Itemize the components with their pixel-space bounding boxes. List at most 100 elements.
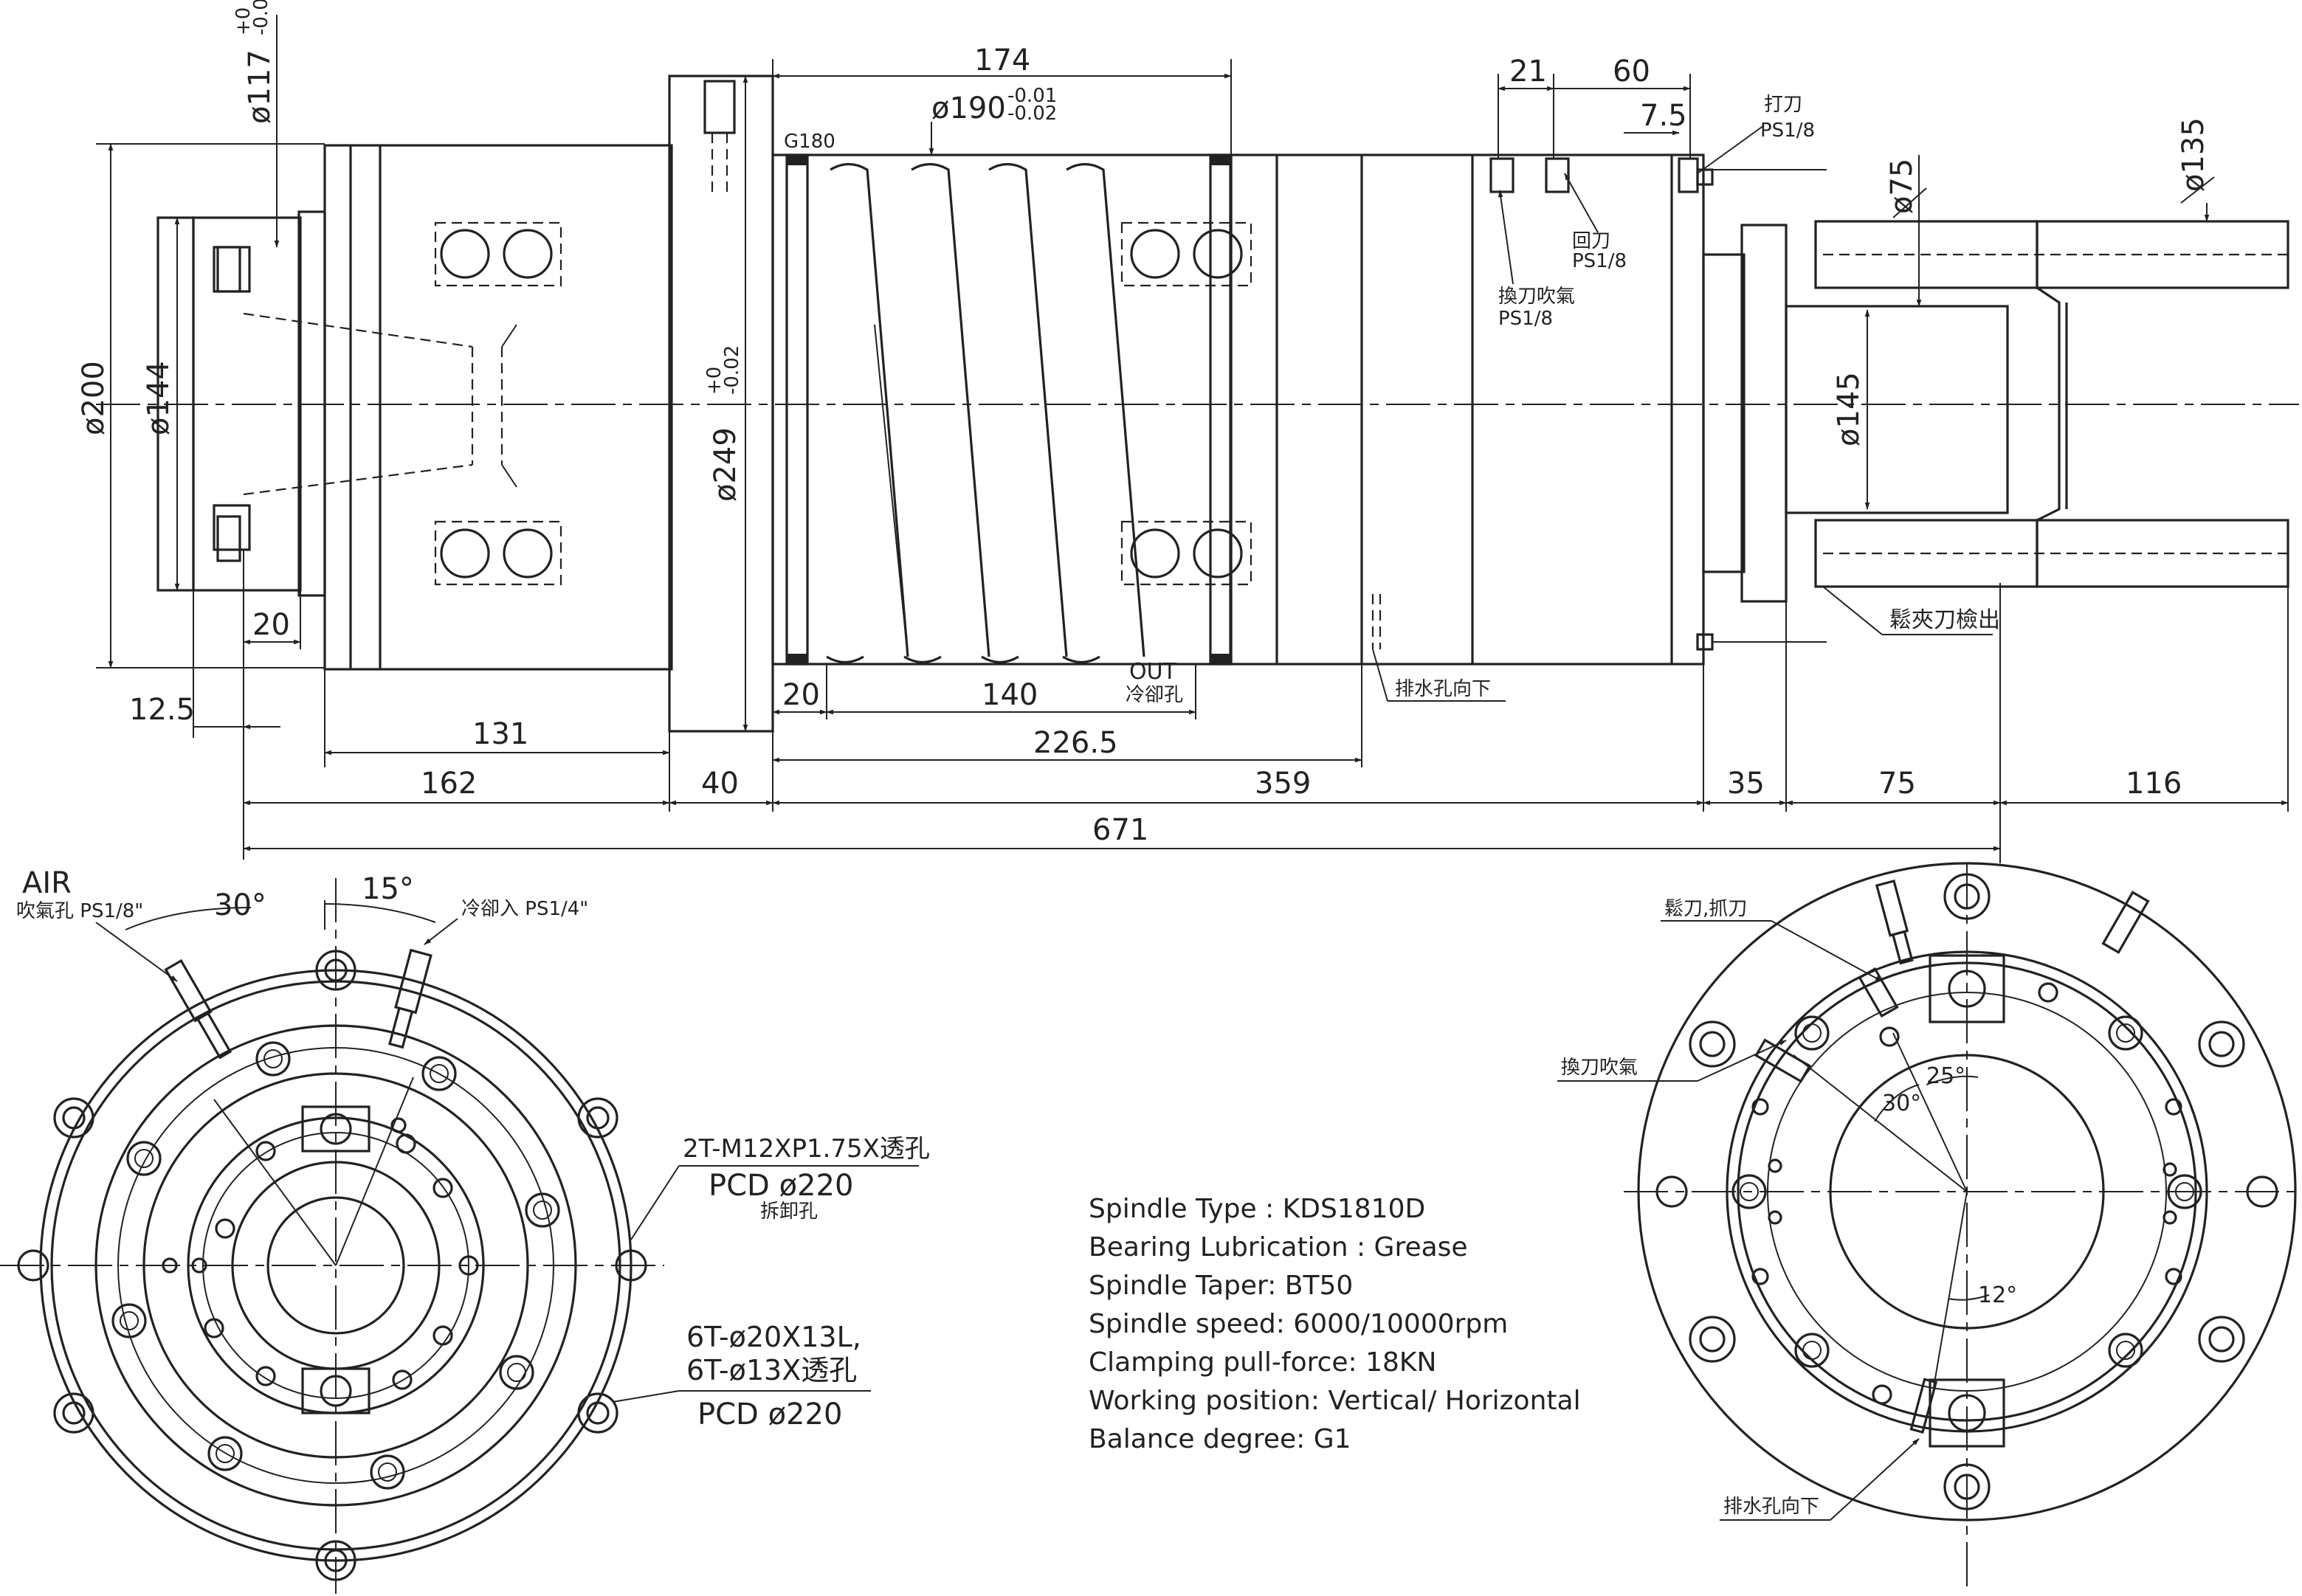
- taper-line-top: [243, 312, 473, 348]
- inner-holes: [162, 1117, 479, 1390]
- dim-21: 21: [1509, 55, 1547, 89]
- lug-top-right: [1929, 954, 2005, 1023]
- rotary-unit: [1696, 168, 2289, 651]
- dim-40: 40: [701, 767, 739, 801]
- dim-162: 162: [421, 767, 477, 801]
- dim-35: 35: [1727, 767, 1765, 801]
- dim-d190: ø190: [931, 91, 1006, 125]
- angle-30-right: 30°: [1882, 1091, 1921, 1116]
- lug-bottom: [301, 1367, 371, 1414]
- drain-port: [1909, 1378, 1938, 1434]
- angle-12: 12°: [1978, 1282, 2017, 1308]
- cooling-jacket: [771, 153, 1252, 666]
- label-tool-change-air: 換刀吹氣: [1498, 286, 1575, 308]
- dim-12-5: 12.5: [129, 693, 195, 727]
- front-housing: [323, 144, 673, 671]
- taper-line-bottom: [243, 463, 473, 496]
- spec-block: Spindle Type : KDS1810D Bearing Lubricat…: [1089, 1194, 1581, 1454]
- bore: [266, 1196, 405, 1335]
- label-drain-side: 排水孔向下: [1395, 678, 1491, 700]
- label-return-tool: 回刀: [1572, 230, 1610, 252]
- dim-d249: ø249: [709, 427, 742, 502]
- front-view-left: AIR 吹氣孔 PS1/8" 30° 15° 冷卻入 PS1/4" 2T-M12…: [0, 866, 930, 1594]
- bore-right: [1829, 1054, 2105, 1330]
- air-port-right: [1754, 1038, 1812, 1083]
- flange-ring-bottom: [216, 515, 241, 562]
- outer-holes-right: [1655, 873, 2278, 1510]
- label-tool-change-air-right: 換刀吹氣: [1561, 1057, 1638, 1079]
- housing-front: [297, 144, 673, 671]
- dim-174: 174: [974, 44, 1030, 77]
- coolant-port: [388, 948, 433, 1049]
- label-coolant-out: 冷卻孔: [1126, 684, 1183, 706]
- dim-20-left: 20: [252, 608, 290, 642]
- dim-d75: ø75: [1885, 159, 1919, 214]
- outer-holes: [17, 950, 647, 1581]
- dim-140: 140: [982, 678, 1038, 712]
- rear-housing: [1230, 153, 1705, 666]
- dim-116: 116: [2126, 767, 2182, 801]
- bearing-bottom-left: [434, 520, 562, 586]
- dim-20-mid: 20: [782, 678, 820, 712]
- svg-text:+0: +0: [703, 367, 726, 395]
- port-top: [703, 80, 736, 134]
- side-view: ø200 ø144 ø117 +0 -0.015 ø249 +0 -0.02 1…: [77, 0, 2299, 863]
- bearing-bottom-mid: [1120, 520, 1252, 586]
- release-port: [1875, 879, 1914, 965]
- dim-d200: ø200: [77, 361, 111, 435]
- lug-top: [301, 1105, 371, 1153]
- air-port: [164, 958, 232, 1060]
- bearing-top-left: [434, 221, 562, 287]
- angle-15: 15°: [362, 872, 414, 906]
- bearing-top-mid: [1120, 221, 1252, 287]
- rear-cap: [1702, 253, 1746, 573]
- dim-d135: ø135: [2177, 117, 2210, 192]
- label-pcd-1: PCD ø220: [709, 1169, 853, 1203]
- port-right-top: [2101, 891, 2150, 954]
- label-air: AIR: [22, 866, 72, 900]
- label-remove-hole: 拆卸孔: [760, 1201, 818, 1223]
- label-release-detect: 鬆夾刀檢出: [1889, 607, 2000, 633]
- flange-body: [192, 216, 302, 592]
- svg-text:-0.02: -0.02: [1007, 103, 1057, 125]
- label-tap-spec: 2T-M12XP1.75X透孔: [683, 1134, 930, 1164]
- dim-60: 60: [1613, 55, 1650, 89]
- dim-d145: ø145: [1832, 372, 1866, 446]
- pcd-holes: [111, 1041, 560, 1490]
- label-pcd-2: PCD ø220: [697, 1398, 842, 1431]
- svg-text:-0.015: -0.015: [250, 0, 272, 35]
- piston-145: [1785, 305, 2009, 514]
- spec-line-0: Spindle Type : KDS1810D: [1089, 1194, 1425, 1224]
- pin-bottom: [213, 504, 251, 551]
- rear-ring: [1740, 224, 1788, 603]
- spec-line-3: Spindle speed: 6000/10000rpm: [1089, 1309, 1508, 1339]
- svg-text:PS1/8: PS1/8: [1498, 308, 1553, 330]
- svg-text:PS1/8: PS1/8: [1760, 120, 1815, 142]
- front-view-right: 鬆刀,抓刀 換刀吹氣 30° 25° 12° 排水孔向下: [1557, 862, 2299, 1594]
- label-coolant-in: 冷卻入 PS1/4": [461, 898, 588, 920]
- spec-line-6: Balance degree: G1: [1089, 1424, 1351, 1454]
- pin-top: [213, 246, 251, 293]
- dim-d144: ø144: [142, 361, 176, 435]
- inner-holes-right: [1731, 982, 2202, 1405]
- label-hole-spec-1: 6T-ø20X13L,: [686, 1321, 861, 1353]
- outer-ring: [39, 969, 633, 1562]
- angle-25: 25°: [1926, 1063, 1965, 1089]
- label-drain-right: 排水孔向下: [1723, 1496, 1819, 1518]
- svg-text:PS1/8: PS1/8: [1572, 250, 1627, 272]
- angle-30-left: 30°: [214, 888, 266, 922]
- spec-line-2: Spindle Taper: BT50: [1089, 1271, 1353, 1301]
- label-release-clamp: 鬆刀,抓刀: [1664, 898, 1747, 920]
- lug-bottom-right: [1929, 1378, 2005, 1448]
- label-g180: G180: [784, 131, 835, 153]
- label-air-hole: 吹氣孔 PS1/8": [16, 900, 143, 922]
- dim-226-5: 226.5: [1033, 726, 1118, 760]
- svg-text:-0.02: -0.02: [721, 345, 743, 395]
- dim-75: 75: [1878, 767, 1916, 801]
- svg-text:+0: +0: [232, 7, 255, 35]
- spec-line-1: Bearing Lubrication : Grease: [1089, 1232, 1468, 1262]
- spec-line-4: Clamping pull-force: 18KN: [1089, 1347, 1436, 1378]
- svg-text:-0.01: -0.01: [1007, 85, 1057, 107]
